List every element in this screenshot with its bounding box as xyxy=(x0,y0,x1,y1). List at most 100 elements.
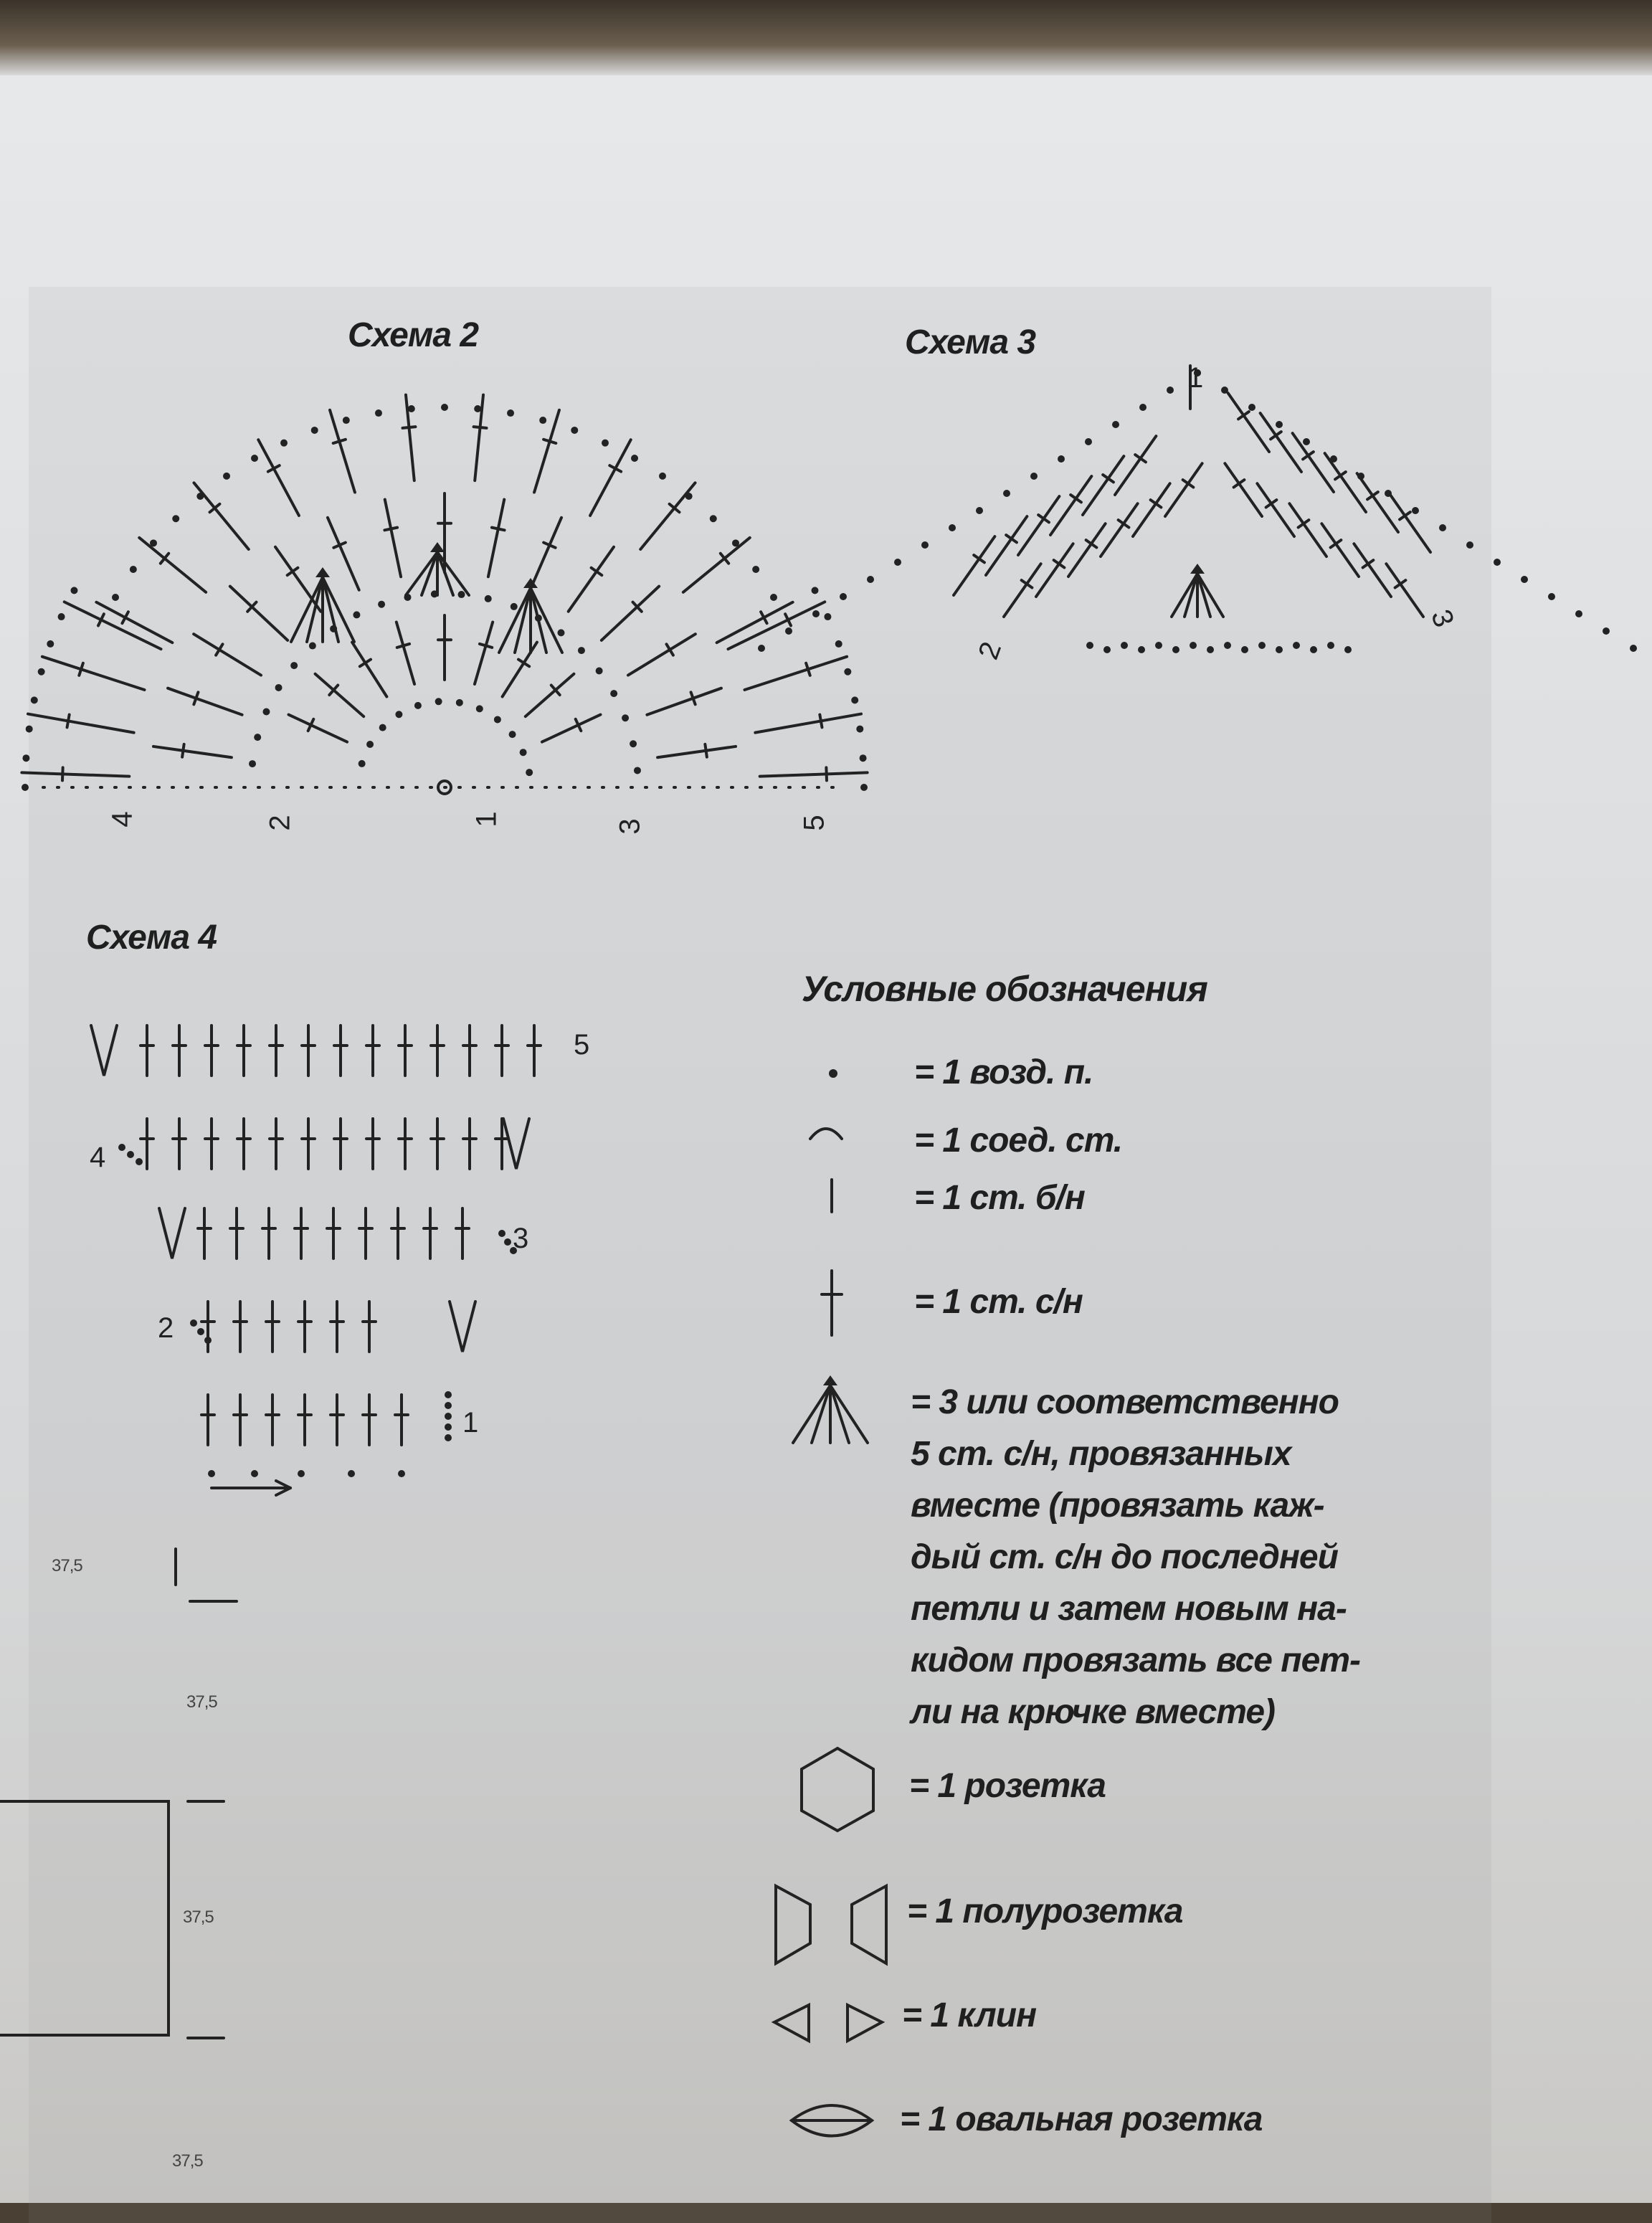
double-crochet-stitch xyxy=(326,516,361,592)
cluster-leg xyxy=(436,551,470,597)
chain-stitch xyxy=(1139,404,1147,411)
chain-stitch xyxy=(223,472,231,480)
stitch-crossbar xyxy=(1334,470,1347,481)
double-crochet-stitch xyxy=(1049,475,1093,536)
chain-stitch xyxy=(204,1337,212,1344)
double-crochet-stitch xyxy=(1255,482,1296,538)
chain-stitch xyxy=(398,1470,405,1477)
stitch-crossbar xyxy=(804,661,812,677)
dimension-label: 37,5 xyxy=(172,2151,204,2171)
chain-stitch xyxy=(1603,627,1610,635)
chain-stitch xyxy=(860,784,868,791)
stitch-crossbar xyxy=(1005,534,1018,544)
cluster-top xyxy=(823,1375,837,1385)
chain-stitch xyxy=(844,668,852,676)
chain-stitch xyxy=(851,696,859,704)
half-motif-icon xyxy=(774,1883,812,1966)
scheme-2-title: Схема 2 xyxy=(348,316,479,354)
chain-stitch xyxy=(441,404,448,411)
cluster-leg xyxy=(829,1384,869,1444)
double-crochet-stitch xyxy=(523,672,576,719)
chain-dot-icon xyxy=(829,1069,837,1078)
stitch-crossbar xyxy=(1181,478,1195,489)
stitch-crossbar xyxy=(1084,539,1098,549)
chain-stitch xyxy=(631,455,638,463)
double-crochet-stitch xyxy=(758,771,869,778)
chain-stitch xyxy=(758,645,765,652)
double-crochet-stitch xyxy=(566,545,616,613)
chain-stitch xyxy=(504,1238,511,1246)
scheme-3-title: Схема 3 xyxy=(905,323,1036,361)
legend-symbols xyxy=(771,1069,888,2138)
stitch-crossbar xyxy=(266,464,281,473)
double-crochet-stitch xyxy=(1099,502,1139,558)
double-crochet-stitch xyxy=(626,632,697,677)
chain-stitch xyxy=(57,613,65,621)
double-crochet-stitch xyxy=(40,655,146,692)
stitch-crossbar xyxy=(542,541,557,549)
double-crochet-stitch xyxy=(273,545,323,613)
decrease-stitch xyxy=(90,1024,118,1076)
double-crochet-stitch xyxy=(715,600,794,645)
chain-stitch xyxy=(1224,642,1231,649)
chain-stitch xyxy=(1310,646,1317,653)
stitch-crossbar xyxy=(516,658,531,668)
chain-stitch xyxy=(1293,642,1300,649)
stitch-crossbar xyxy=(631,600,643,613)
chain-stitch xyxy=(47,640,54,648)
chain-stitch xyxy=(811,587,819,594)
chain-stitch xyxy=(348,1470,355,1477)
chain-stitch xyxy=(1003,490,1010,497)
cluster-fan-icon xyxy=(792,1375,869,1444)
half-motif-icon xyxy=(850,1883,888,1966)
chain-stitch xyxy=(1138,646,1145,653)
double-crochet-stitch xyxy=(1164,462,1204,518)
chain-stitch xyxy=(445,1434,452,1441)
chain-stitch xyxy=(251,1470,258,1477)
double-crochet-stitch xyxy=(1226,392,1271,453)
decrease-stitch xyxy=(158,1207,186,1259)
stitch-crossbar xyxy=(689,691,697,706)
cluster-leg xyxy=(792,1384,832,1444)
chain-stitch xyxy=(353,611,361,619)
double-crochet-stitch xyxy=(1017,495,1061,556)
stitch-crossbar xyxy=(825,766,828,782)
double-crochet-stitch xyxy=(313,672,366,719)
chain-stitch xyxy=(149,539,157,547)
double-crochet-stitch xyxy=(952,535,997,597)
double-crochet-stitch xyxy=(1385,562,1425,618)
cluster-leg xyxy=(321,576,340,643)
cluster-leg xyxy=(420,551,439,597)
double-crochet-stitch xyxy=(754,712,863,734)
size-schematic xyxy=(0,1547,238,2039)
chain-stitch xyxy=(1344,646,1352,653)
chain-stitch xyxy=(1190,642,1197,649)
chain-stitch xyxy=(1303,438,1310,445)
stitch-crossbar xyxy=(1052,559,1066,569)
double-crochet-stitch xyxy=(351,640,389,698)
stitch-crossbar xyxy=(306,717,315,733)
chain-stitch xyxy=(249,760,257,768)
chain-stitch xyxy=(475,705,483,713)
chain-stitch xyxy=(395,711,403,719)
double-crochet-stitch xyxy=(1258,412,1303,473)
chain-stitch xyxy=(22,784,29,791)
double-crochet-stitch xyxy=(473,620,495,686)
stitch-crossbar xyxy=(214,643,224,657)
chain-stitch xyxy=(595,667,603,675)
chain-stitch xyxy=(867,576,874,583)
chain-stitch xyxy=(1103,646,1111,653)
chain-stitch xyxy=(519,749,527,757)
double-crochet-stitch xyxy=(1355,472,1400,534)
chain-stitch xyxy=(1548,593,1555,600)
cluster-leg xyxy=(529,587,564,654)
stitch-crossbar xyxy=(1301,450,1315,461)
chain-stitch xyxy=(342,417,350,425)
double-crochet-stitch xyxy=(62,600,163,651)
chain-stitch xyxy=(275,683,283,691)
stitch-crossbar xyxy=(65,713,71,729)
double-crochet-stitch xyxy=(257,438,300,517)
stitch-crossbar xyxy=(1329,539,1343,549)
chain-stitch xyxy=(374,409,382,417)
cluster-top xyxy=(430,542,445,552)
